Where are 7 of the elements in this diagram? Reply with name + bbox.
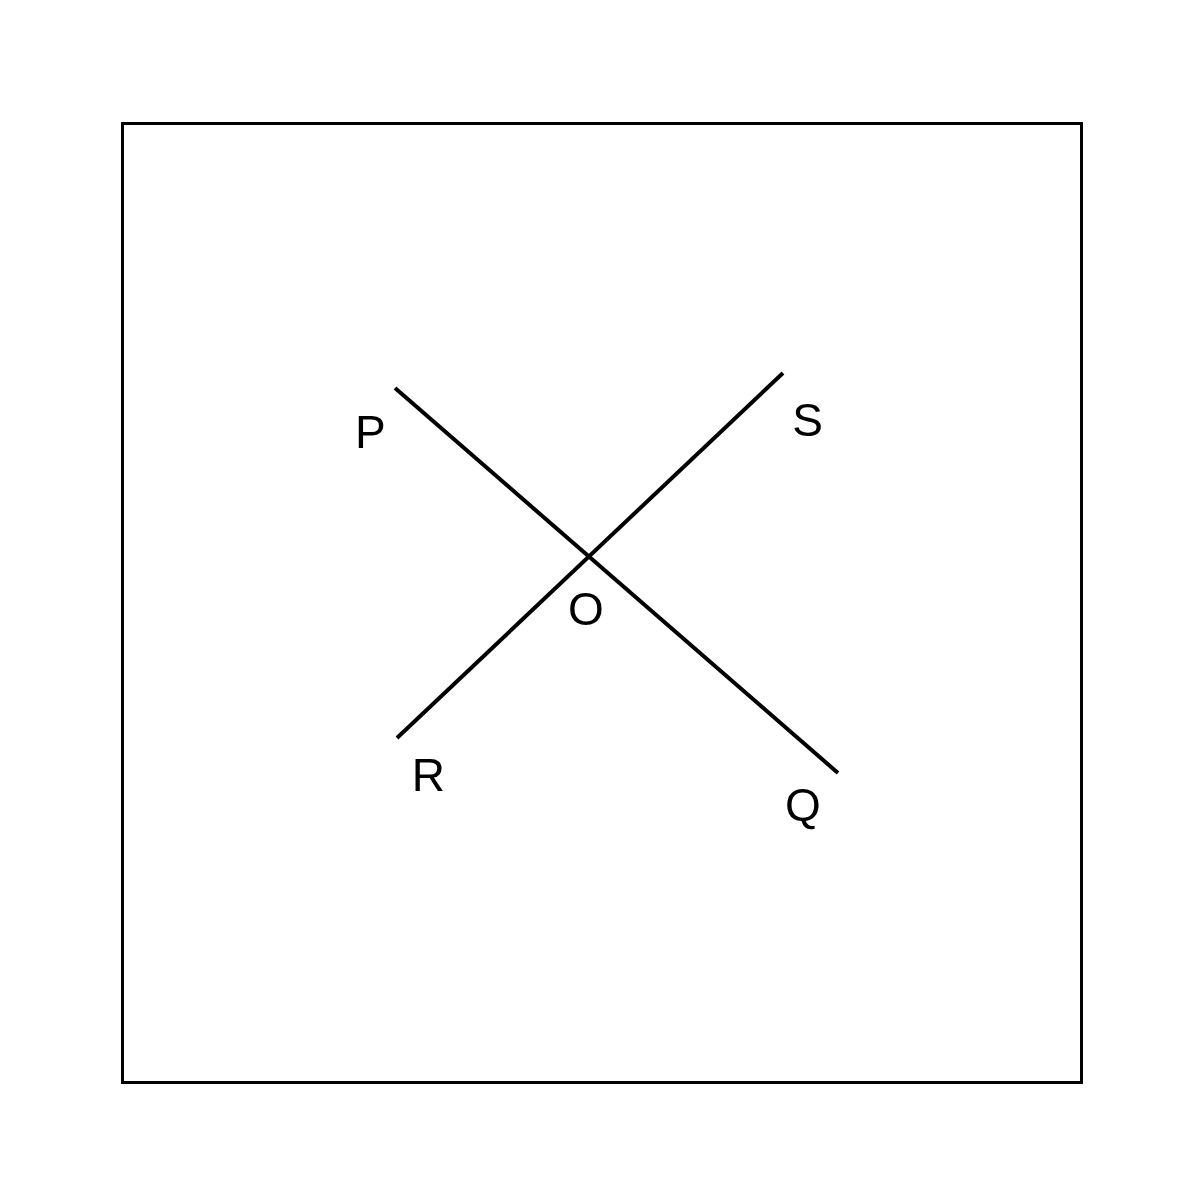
- point-label: Q: [785, 782, 821, 828]
- point-label: S: [792, 397, 823, 443]
- point-label: P: [355, 409, 386, 455]
- line-segment: [395, 371, 785, 740]
- point-label: R: [411, 752, 445, 798]
- point-label: O: [568, 586, 604, 632]
- line-segment: [393, 386, 840, 775]
